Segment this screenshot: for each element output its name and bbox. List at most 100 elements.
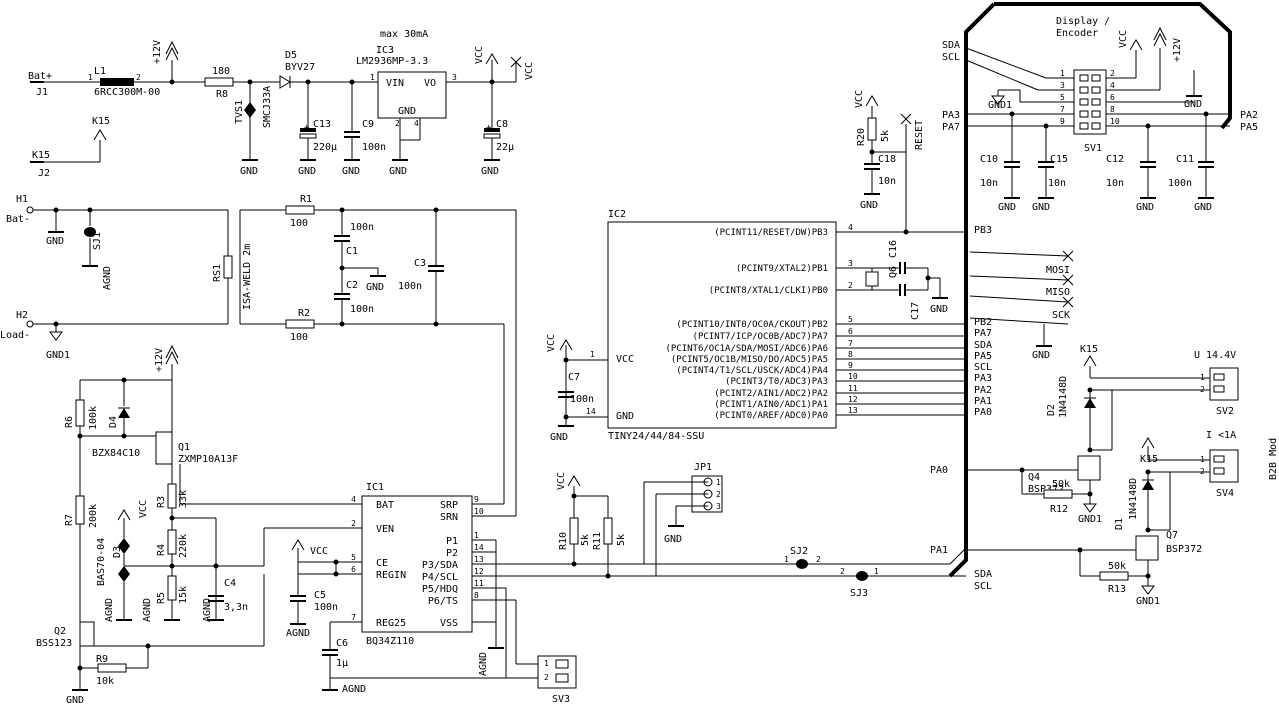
c12-value: 10n <box>1106 178 1124 189</box>
svg-text:3: 3 <box>452 73 457 82</box>
ic2-pin-name: (PCINT6/OC1A/SDA/MOSI/ADC6)PA6 <box>665 344 828 354</box>
c11-ref: C11 <box>1176 154 1194 165</box>
net-sda-sv1: SDA <box>942 40 960 51</box>
ic2-microcontroller: IC2 TINY24/44/84-SSU VCC GND 1 14 (PCINT… <box>546 209 966 443</box>
r11-ref: R11 <box>592 532 603 550</box>
sv1-pin-num: 4 <box>1110 81 1115 90</box>
ic2-pin-name: (PCINT2/AIN1/ADC2)PA2 <box>714 389 828 399</box>
d3-ref: D3 <box>112 546 123 558</box>
ic2-pin-num: 4 <box>848 223 853 232</box>
q1-value: ZXMP10A13F <box>178 454 238 465</box>
ic2-pin-name: (PCINT7/ICP/OC0B/ADC7)PA7 <box>693 332 828 342</box>
gnd-ic2: GND <box>550 432 568 443</box>
svg-text:2: 2 <box>136 73 141 82</box>
c5-value: 100n <box>314 602 338 613</box>
svg-text:VIN: VIN <box>386 78 404 89</box>
r4-resistor <box>167 529 177 555</box>
r3-ref: R3 <box>156 496 167 508</box>
ic2-pin-name: (PCINT1/AIN0/ADC1)PA1 <box>714 400 828 410</box>
gnd-tvs: GND <box>240 166 258 177</box>
sv1-pin-num: 9 <box>1060 117 1065 126</box>
h2-ref: H2 <box>16 310 28 321</box>
ic2-pin-num: 11 <box>848 384 858 393</box>
net-pa5-sv1: PA5 <box>1240 122 1258 133</box>
protection-section: +12V R6 100k D4 BZX84C10 Q1 ZXMP10A13F R… <box>36 344 362 706</box>
gnd-sv1: GND <box>1184 99 1202 110</box>
agnd-d3: AGND <box>104 598 115 622</box>
sv1-pin-num: 1 <box>1060 69 1065 78</box>
r12-value: 50k <box>1052 479 1070 490</box>
c17-ref: C17 <box>910 302 921 320</box>
net-scl-sv1: SCL <box>942 52 960 63</box>
ic1-left-pin-name: REGIN <box>376 570 406 581</box>
gnd-q2: GND <box>66 695 84 706</box>
ic1-left-pin-name: REG25 <box>376 618 406 629</box>
q7-ref: Q7 <box>1166 530 1178 541</box>
gnd-crystal: GND <box>930 304 948 315</box>
r5-ref: R5 <box>156 592 167 604</box>
ic1-ref: IC1 <box>366 482 384 493</box>
sv4-note: I <1A <box>1206 430 1236 441</box>
ic2-pin-num: 2 <box>848 281 853 290</box>
gnd1-sv1: GND1 <box>988 100 1012 111</box>
ic2-body <box>607 221 837 429</box>
r2-value: 100 <box>290 332 308 343</box>
r4-value: 220k <box>178 534 189 558</box>
q1-ref: Q1 <box>178 442 190 453</box>
tvs1-ref: TVS1 <box>234 100 245 124</box>
ic1-left-pin-num: 7 <box>351 613 356 622</box>
ic2-pin-name: (PCINT9/XTAL2)PB1 <box>736 264 828 274</box>
ic2-pin-num: 6 <box>848 327 853 336</box>
ic2-pin-name: (PCINT8/XTAL1/CLKI)PB0 <box>709 286 828 296</box>
net-pa1-q7: PA1 <box>930 545 948 556</box>
c18-value: 10n <box>878 176 896 187</box>
v12-sv1: +12V <box>1172 38 1183 62</box>
ic3-ref: IC3 <box>376 45 394 56</box>
ic2-pin-name: (PCINT5/OC1B/MISO/DO/ADC5)PA5 <box>671 355 828 365</box>
ic1-right-pin-name: P5/HDQ <box>422 584 458 595</box>
d3-value: BAS70-04 <box>96 538 107 586</box>
c5-ref: C5 <box>314 590 326 601</box>
net-sda-ic2: SDA <box>974 340 992 351</box>
c3-ref: C3 <box>414 258 426 269</box>
svg-text:1: 1 <box>88 73 93 82</box>
reset-label: RESET <box>914 120 925 150</box>
r10-resistor <box>569 517 579 545</box>
r9-resistor <box>97 663 127 673</box>
r11-resistor <box>603 517 613 545</box>
gnd-c11: GND <box>1194 202 1212 213</box>
ic2-pin-name: (PCINT0/AREF/ADC0)PA0 <box>714 411 828 421</box>
gnd-c10: GND <box>998 202 1016 213</box>
ic2-pin-name: (PCINT10/INT0/OC0A/CKOUT)PB2 <box>676 320 828 330</box>
h1-label: Bat- <box>6 214 30 225</box>
c10-ref: C10 <box>980 154 998 165</box>
agnd-r5: AGND <box>142 598 153 622</box>
svg-text:GND: GND <box>398 106 416 117</box>
c1-ref: C1 <box>346 246 358 257</box>
c4-value: 3,3n <box>224 602 248 613</box>
sv1-pin-num: 7 <box>1060 105 1065 114</box>
gnd-c8: GND <box>481 166 499 177</box>
net-pa7: PA7 <box>974 328 992 339</box>
ic2-pin-num: 3 <box>848 259 853 268</box>
vcc-sv1: VCC <box>1118 30 1129 48</box>
q4-transistor <box>1077 455 1101 481</box>
svg-text:VO: VO <box>424 78 436 89</box>
r6-ref: R6 <box>64 416 75 428</box>
r9-value: 10k <box>96 676 114 687</box>
net-sda-bottom: SDA <box>974 569 992 580</box>
ic2-ref: IC2 <box>608 209 626 220</box>
net-miso: MISO <box>1046 287 1070 298</box>
ic2-pin-num: 7 <box>848 339 853 348</box>
r13-value: 50k <box>1108 561 1126 572</box>
vcc-ic2: VCC <box>546 334 557 352</box>
net-pa0: PA0 <box>974 407 992 418</box>
ic1-left-pin-name: BAT <box>376 500 394 511</box>
l1-value: 6RCC300M-00 <box>94 87 160 98</box>
ic1-right-pin-num: 14 <box>474 543 484 552</box>
rs1-value: ISA-WELD 2m <box>242 244 253 310</box>
c9-ref: C9 <box>362 119 374 130</box>
gnd-isp: GND <box>1032 350 1050 361</box>
output-switch-section: B2B Mod U 14.4V 12 SV2 K15 D2 1N4148D Q4… <box>966 344 1279 607</box>
